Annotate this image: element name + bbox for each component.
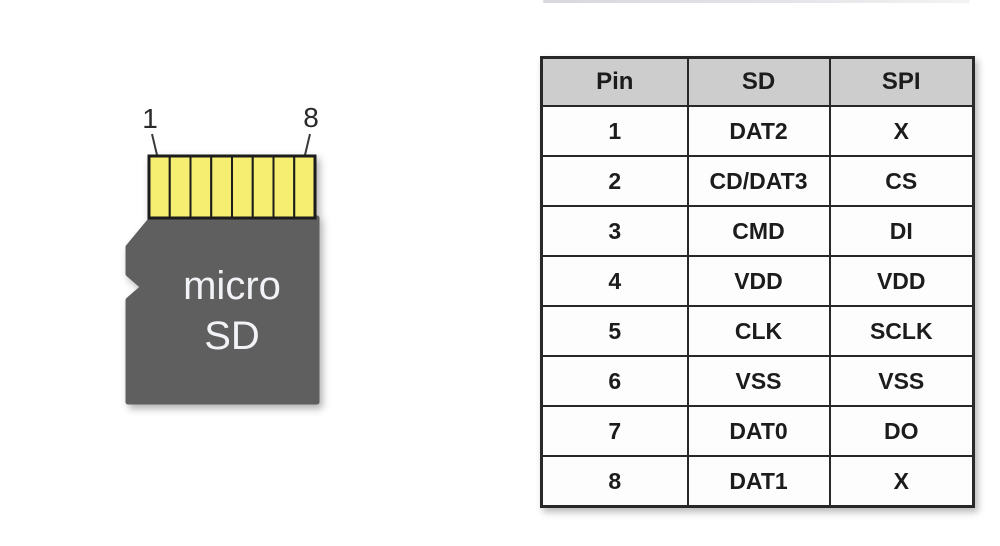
cell-pin: 2 <box>540 155 689 207</box>
pin-contact <box>210 155 233 219</box>
card-label-line1: micro <box>183 264 281 308</box>
pin-strip <box>147 154 317 220</box>
cell-sd: CLK <box>686 305 831 357</box>
column-header-sd: SD <box>686 56 831 107</box>
cell-sd: CD/DAT3 <box>686 155 831 207</box>
cell-sd: DAT1 <box>686 455 831 508</box>
cell-pin: 3 <box>540 205 689 257</box>
table-row: 7 DAT0 DO <box>540 405 975 457</box>
column-header-spi: SPI <box>828 56 975 107</box>
cell-pin: 8 <box>540 455 689 508</box>
table-header-row: Pin SD SPI <box>540 56 975 107</box>
table-row: 4 VDD VDD <box>540 255 975 307</box>
table-row: 1 DAT2 X <box>540 105 975 157</box>
cell-sd: CMD <box>686 205 831 257</box>
cell-pin: 6 <box>540 355 689 407</box>
cell-spi: VDD <box>828 255 975 307</box>
pin-contact <box>231 155 254 219</box>
leader-line-pin1 <box>151 133 158 156</box>
cell-spi: DO <box>828 405 975 457</box>
table-row: 8 DAT1 X <box>540 455 975 508</box>
pin-number-8-label: 8 <box>303 102 319 133</box>
card-body <box>125 215 320 405</box>
microsd-card-diagram: 1 8 micro SD <box>125 102 320 405</box>
table-row: 6 VSS VSS <box>540 355 975 407</box>
cell-sd: DAT2 <box>686 105 831 157</box>
cell-pin: 7 <box>540 405 689 457</box>
table-row: 5 CLK SCLK <box>540 305 975 357</box>
pin-contact <box>293 155 316 219</box>
cell-sd: VDD <box>686 255 831 307</box>
leader-line-pin8 <box>304 133 311 156</box>
column-header-pin: Pin <box>540 56 689 107</box>
cell-pin: 4 <box>540 255 689 307</box>
pin-contact <box>189 155 213 219</box>
pin-contact <box>272 155 296 219</box>
pin-strip-outline <box>147 154 317 220</box>
cell-spi: CS <box>828 155 975 207</box>
cell-spi: DI <box>828 205 975 257</box>
cropped-top-edge-line <box>543 0 970 3</box>
card-label-line2: SD <box>204 314 260 358</box>
pin-contact <box>251 155 275 219</box>
cell-pin: 1 <box>540 105 689 157</box>
pin-contact <box>148 155 171 219</box>
pinout-table-container: Pin SD SPI 1 DAT2 X 2 CD/DAT3 CS 3 CMD D… <box>540 56 975 508</box>
cell-sd: DAT0 <box>686 405 831 457</box>
cell-spi: X <box>828 105 975 157</box>
cell-pin: 5 <box>540 305 689 357</box>
pin-contact <box>168 155 192 219</box>
cell-spi: SCLK <box>828 305 975 357</box>
cell-spi: X <box>828 455 975 508</box>
cell-spi: VSS <box>828 355 975 407</box>
table-row: 2 CD/DAT3 CS <box>540 155 975 207</box>
table-row: 3 CMD DI <box>540 205 975 257</box>
cell-sd: VSS <box>686 355 831 407</box>
pinout-table: Pin SD SPI 1 DAT2 X 2 CD/DAT3 CS 3 CMD D… <box>540 56 975 508</box>
pin-number-1-label: 1 <box>142 103 158 134</box>
microsd-card: micro SD <box>125 154 320 405</box>
